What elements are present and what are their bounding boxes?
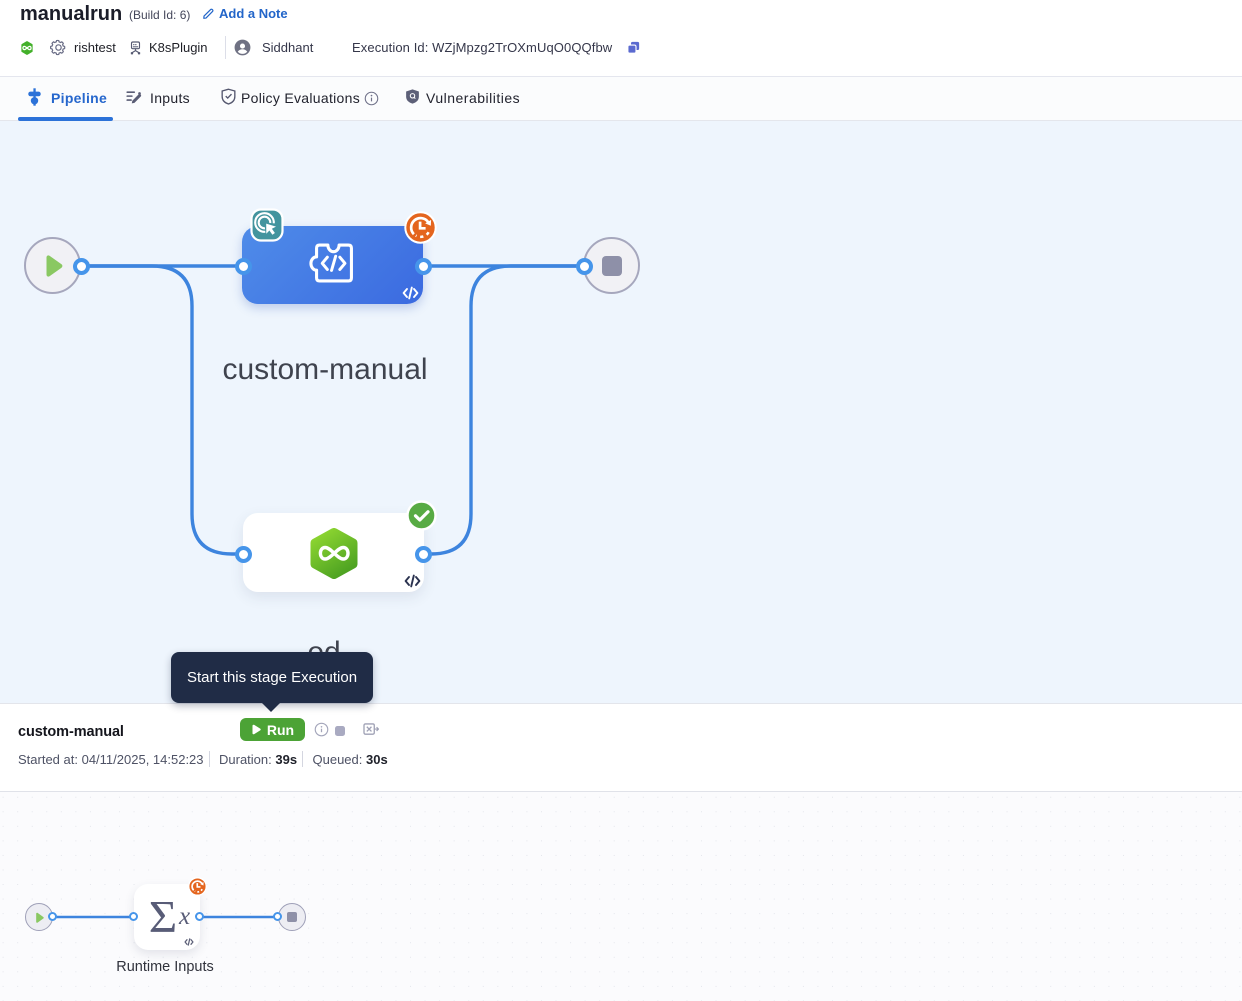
svg-text:x: x — [178, 903, 190, 930]
svg-text:Σ: Σ — [149, 891, 178, 942]
